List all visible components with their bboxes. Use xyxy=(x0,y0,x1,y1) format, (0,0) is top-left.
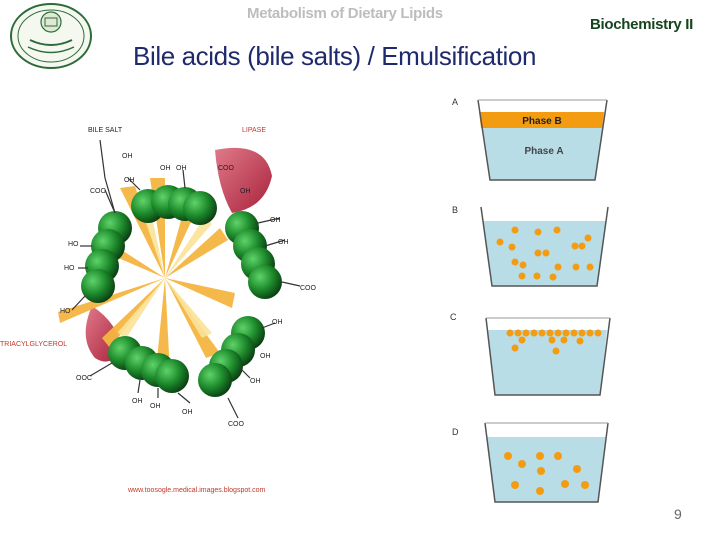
coo-label: COO xyxy=(218,165,235,172)
phase-b-label: Phase B xyxy=(522,116,561,127)
ho-label: HO xyxy=(68,241,79,248)
oh-label: OH xyxy=(176,165,187,172)
beaker-a: Phase B Phase A xyxy=(477,99,608,181)
oh-label: OH xyxy=(272,319,283,326)
coo-label: COO xyxy=(300,285,317,292)
course-name: Biochemistry II xyxy=(590,16,694,33)
oh-label: OH xyxy=(124,177,135,184)
ho-label: HO xyxy=(64,265,75,272)
oh-label: OH xyxy=(182,409,193,416)
oh-label: OH xyxy=(250,378,261,385)
oh-label: OH xyxy=(278,239,289,246)
ooc-label: OOC xyxy=(76,375,92,382)
slide-title: Bile acids (bile salts) / Emulsification xyxy=(133,41,537,71)
emulsification-phases-figure: A B C D Phase B Phase A xyxy=(450,97,611,503)
beaker-c xyxy=(485,317,611,396)
lipase-shape xyxy=(215,147,272,213)
coo-label: COO xyxy=(228,421,245,428)
oh-label: OH xyxy=(150,403,161,410)
bile-salt-spheres xyxy=(81,185,282,397)
lipase-label: LIPASE xyxy=(242,127,266,134)
panel-label-a: A xyxy=(452,97,458,107)
bile-salt-micelle-figure: BILE SALT LIPASE TRIACYLGLYCEROL OH OH O… xyxy=(0,127,317,428)
oh-label: OH xyxy=(122,153,133,160)
image-credit: www.toosogle.medical.images.blogspot.com xyxy=(128,487,266,494)
coo-label: COO xyxy=(90,188,107,195)
panel-label-b: B xyxy=(452,205,458,215)
ho-label: HO xyxy=(60,308,71,315)
oh-label: OH xyxy=(160,165,171,172)
beaker-b xyxy=(480,206,609,287)
panel-label-c: C xyxy=(450,312,457,322)
beaker-d xyxy=(484,422,609,503)
oh-label: OH xyxy=(132,398,143,405)
page-number: 9 xyxy=(674,506,682,522)
panel-label-d: D xyxy=(452,427,459,437)
triacylglycerol-label: TRIACYLGLYCEROL xyxy=(0,341,67,348)
phase-a-label: Phase A xyxy=(524,146,563,157)
oh-label: OH xyxy=(240,188,251,195)
bile-salt-label: BILE SALT xyxy=(88,127,123,134)
oh-label: OH xyxy=(260,353,271,360)
university-logo xyxy=(10,3,92,69)
header-title: Metabolism of Dietary Lipids xyxy=(247,5,443,22)
oh-label: OH xyxy=(270,217,281,224)
